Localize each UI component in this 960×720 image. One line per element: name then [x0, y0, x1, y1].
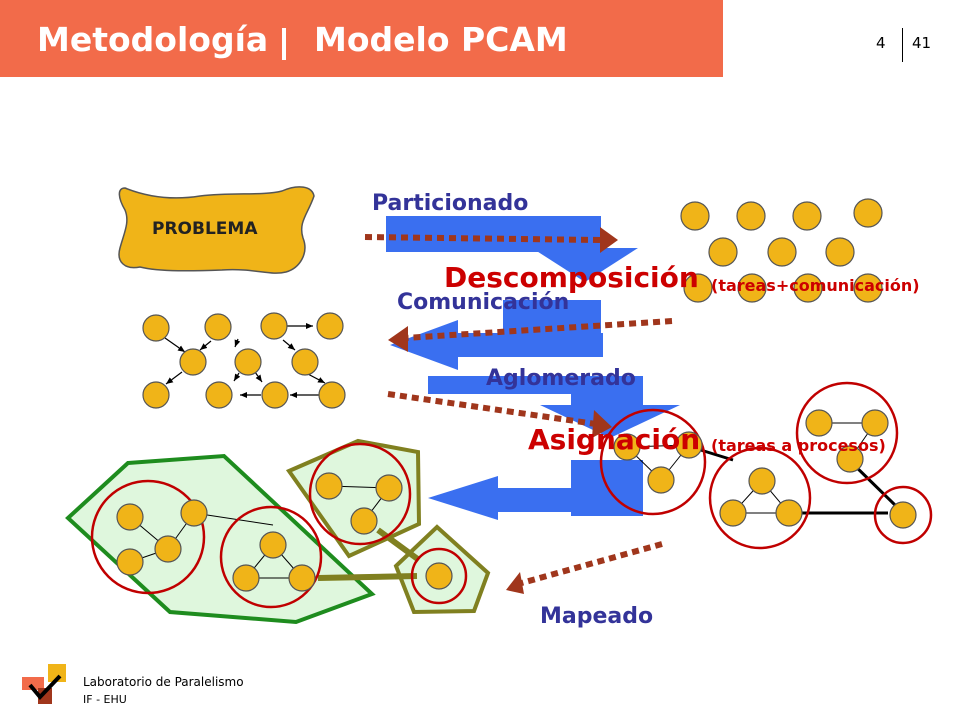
partition-arrow: [386, 216, 638, 282]
cluster-tasks: [613, 409, 917, 529]
decomposition-note: (tareas+comunicación): [711, 276, 920, 295]
dotted-arrows: [364, 234, 673, 587]
footer-org-name: IF - EHU: [83, 693, 127, 706]
step-partition-label: Particionado: [372, 191, 529, 216]
page-current: 4: [876, 34, 886, 52]
assignment-note: (tareas a procesos): [711, 436, 886, 455]
title-separator: [282, 28, 286, 60]
dotted-arrow-heads: [388, 227, 618, 594]
problem-label: PROBLEMA: [152, 219, 258, 239]
step-mapping-label: Mapeado: [540, 604, 654, 629]
step-agglomeration-label: Aglomerado: [486, 366, 636, 391]
process-circles: [599, 381, 933, 550]
problem-shape: [118, 186, 315, 274]
page-total: 41: [912, 34, 932, 52]
lab-logo-icon: [22, 664, 66, 704]
partition-tasks: [680, 198, 883, 303]
communication-tasks: [142, 312, 346, 409]
mapping-arrow: [428, 460, 643, 520]
header-bar: [0, 0, 723, 77]
assignment-label: Asignación: [528, 423, 701, 456]
processor-links: [317, 527, 421, 581]
page-title: Metodología: [37, 20, 269, 59]
mapped-tasks: [116, 472, 453, 592]
agglomeration-arrow: [428, 376, 680, 438]
page-subtitle: Modelo PCAM: [314, 20, 568, 59]
mapped-process-circles: [90, 442, 468, 609]
communication-arrow: [390, 300, 603, 370]
step-communication-label: Comunicación: [397, 290, 570, 315]
page-number-separator: [902, 28, 903, 62]
decomposition-label: Descomposición: [444, 261, 699, 294]
footer-lab-name: Laboratorio de Paralelismo: [83, 675, 244, 689]
